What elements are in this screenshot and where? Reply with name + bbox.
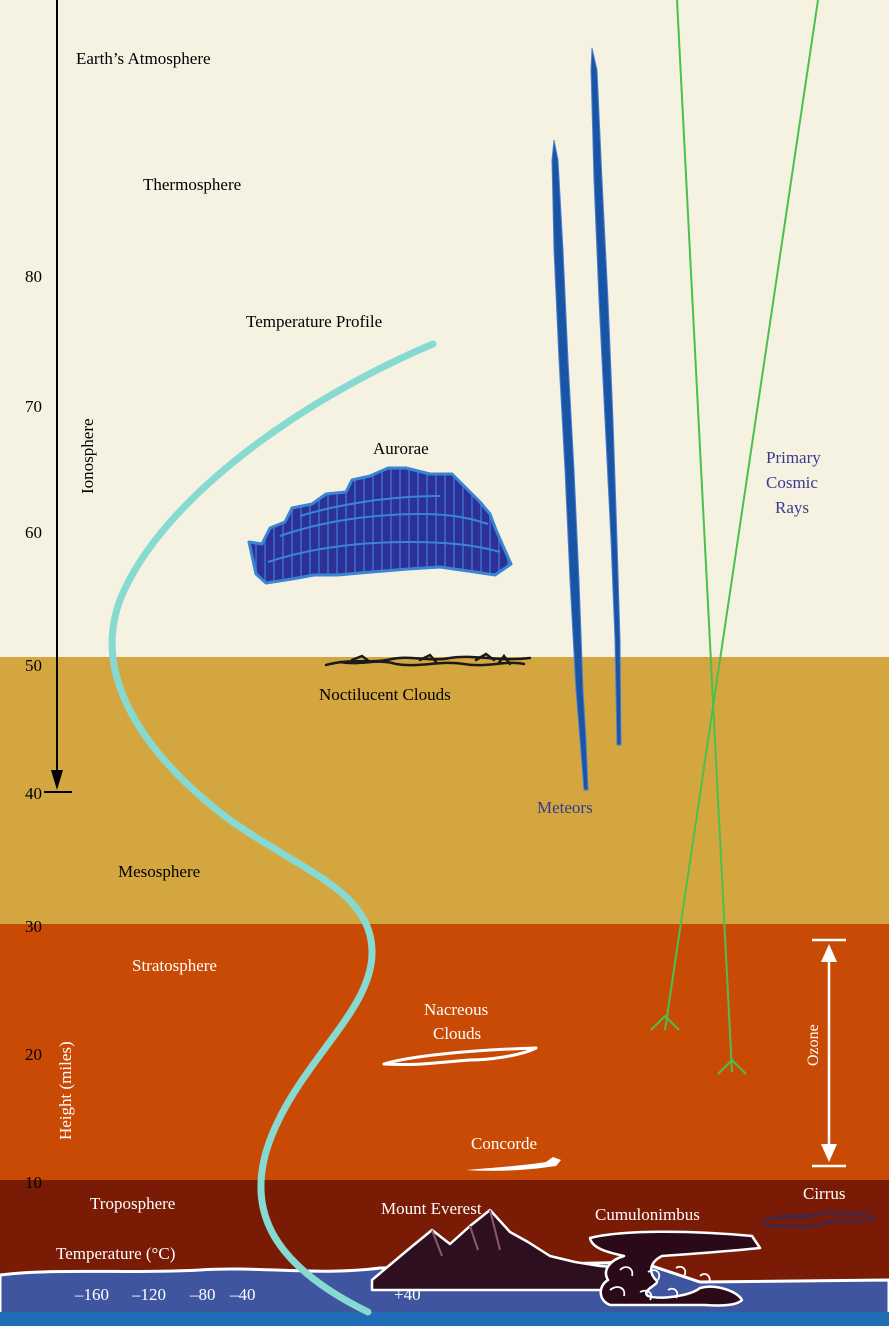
temperature-profile-label: Temperature Profile xyxy=(246,312,382,331)
cosmic-rays-label-3: Rays xyxy=(775,498,809,517)
temperature-profile-curve xyxy=(108,340,437,1316)
cosmic-rays-label-1: Primary xyxy=(766,448,821,467)
ground xyxy=(0,1260,889,1328)
nacreous-label-2: Clouds xyxy=(433,1024,481,1043)
height-tick: 70 xyxy=(25,397,42,416)
layer-stratosphere: Stratosphere xyxy=(132,956,217,975)
aurorae-icon xyxy=(247,466,513,585)
cosmic-rays xyxy=(650,0,819,1075)
sea-bar xyxy=(0,1312,889,1326)
meteors-label: Meteors xyxy=(537,798,593,817)
meteors-icon xyxy=(551,47,622,791)
layer-mesosphere: Mesosphere xyxy=(118,862,200,881)
temperature-tick: –120 xyxy=(131,1285,166,1304)
height-axis-label: Height (miles) xyxy=(56,1041,75,1140)
ozone-arrow xyxy=(812,938,846,1168)
cirrus-label: Cirrus xyxy=(803,1184,846,1203)
temperature-tick: –160 xyxy=(74,1285,109,1304)
temperature-tick: +40 xyxy=(394,1285,421,1304)
height-tick: 20 xyxy=(25,1045,42,1064)
cosmic-rays-label-2: Cosmic xyxy=(766,473,818,492)
temperature-label: Temperature (°C) xyxy=(56,1244,175,1263)
nacreous-label-1: Nacreous xyxy=(424,1000,488,1019)
concorde-label: Concorde xyxy=(471,1134,537,1153)
noctilucent-label: Noctilucent Clouds xyxy=(319,685,451,704)
stratosphere-band xyxy=(0,924,889,1180)
title: Earth’s Atmosphere xyxy=(76,49,211,68)
cumulonimbus-label: Cumulonimbus xyxy=(595,1205,700,1224)
height-tick: 10 xyxy=(25,1173,42,1192)
mesosphere-band xyxy=(0,657,889,924)
height-tick: 50 xyxy=(25,656,42,675)
cirrus-icon xyxy=(760,1210,876,1229)
noctilucent-clouds-icon xyxy=(324,652,532,667)
layer-troposphere: Troposphere xyxy=(90,1194,175,1213)
everest-label: Mount Everest xyxy=(381,1199,482,1218)
concorde-icon xyxy=(466,1157,561,1171)
ozone-label: Ozone xyxy=(805,1024,822,1066)
height-tick: 80 xyxy=(25,267,42,286)
height-tick: 30 xyxy=(25,917,42,936)
ionosphere-arrow xyxy=(44,0,72,793)
nacreous-clouds-icon xyxy=(382,1046,538,1067)
layer-thermosphere: Thermosphere xyxy=(143,175,241,194)
cumulonimbus-icon xyxy=(588,1230,762,1307)
temperature-tick: –40 xyxy=(229,1285,256,1304)
height-tick: 60 xyxy=(25,523,42,542)
temperature-tick: –80 xyxy=(189,1285,216,1304)
ionosphere-label: Ionosphere xyxy=(78,418,97,494)
height-tick: 40 xyxy=(25,784,42,803)
aurorae-label: Aurorae xyxy=(373,439,429,458)
